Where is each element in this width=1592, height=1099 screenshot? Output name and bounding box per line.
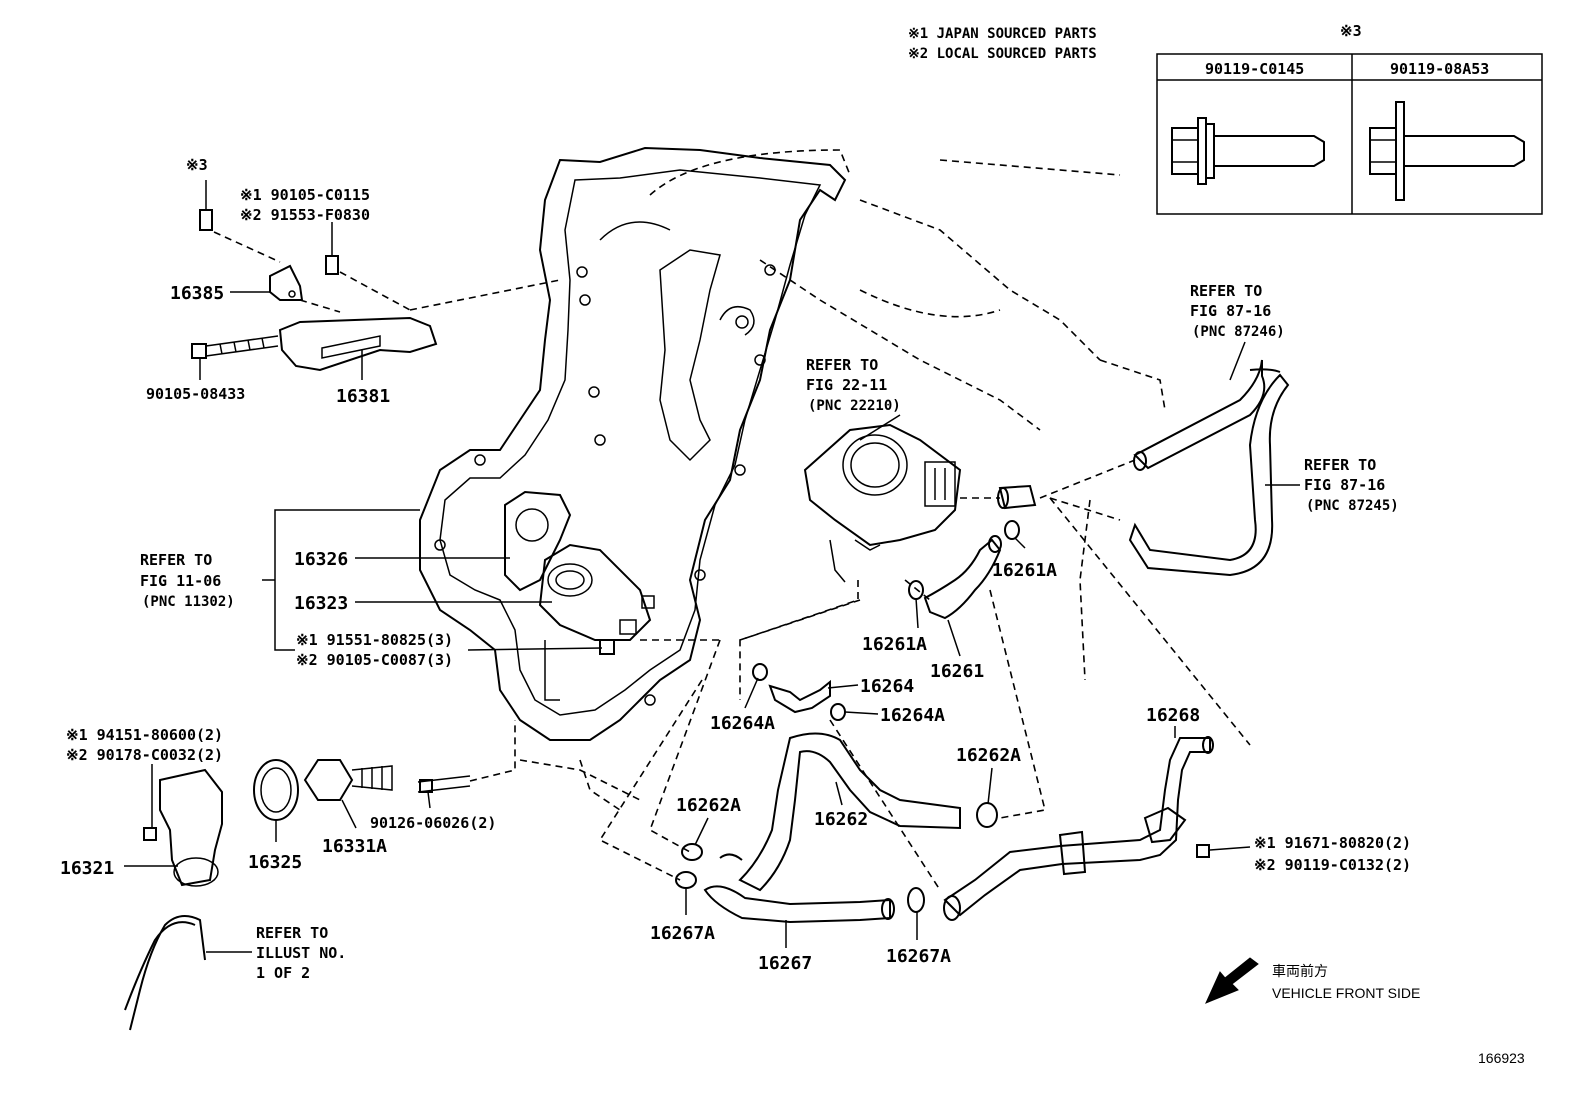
label-refer-fig22-l3: (PNC 22210) <box>808 398 901 414</box>
legend-japan: ※1 JAPAN SOURCED PARTS <box>908 26 1097 42</box>
water-outlet-housing <box>504 490 655 655</box>
label-gasket-japan: ※1 94151-80600(2) <box>66 726 223 744</box>
label-refer-illust-l1: REFER TO <box>256 924 328 942</box>
label-16385: 16385 <box>170 283 224 304</box>
label-16261A-left: 16261A <box>862 634 927 655</box>
label-refer-87246-l2: FIG 87-16 <box>1190 302 1271 320</box>
front-label-en: VEHICLE FRONT SIDE <box>1272 985 1420 1001</box>
plate-16385 <box>269 264 304 301</box>
label-16262A-right: 16262A <box>956 745 1021 766</box>
label-refer-fig11-l2: FIG 11-06 <box>140 572 221 590</box>
label-16267A-right: 16267A <box>886 946 951 967</box>
label-16326: 16326 <box>294 549 348 570</box>
timing-cover-outline <box>419 146 847 741</box>
label-clip-local: ※2 90119-C0132(2) <box>1254 856 1411 874</box>
arrow-down-left-icon <box>1205 957 1259 1004</box>
routing-lines <box>598 459 1251 891</box>
throttle-body <box>803 423 962 583</box>
label-refer-87246-l1: REFER TO <box>1190 282 1262 300</box>
label-16331A: 16331A <box>322 836 387 857</box>
label-nut-local: ※2 90105-C0087(3) <box>296 651 453 669</box>
label-16321: 16321 <box>60 858 114 879</box>
label-16264A-right: 16264A <box>880 705 945 726</box>
vehicle-front-indicator: 車両前方 VEHICLE FRONT SIDE <box>1205 957 1420 1004</box>
bolt-reference-table <box>1156 53 1543 215</box>
label-16267A-left: 16267A <box>650 923 715 944</box>
label-refer-fig11-l1: REFER TO <box>140 551 212 569</box>
label-16264A-left: 16264A <box>710 713 775 734</box>
label-16268: 16268 <box>1146 705 1200 726</box>
label-refer-fig22-l1: REFER TO <box>806 356 878 374</box>
label-refer-illust-l3: 1 OF 2 <box>256 964 310 982</box>
part-labels: ※3 ※1 90105-C0115 ※2 91553-F0830 16385 9… <box>60 156 1411 982</box>
label-16323: 16323 <box>294 593 348 614</box>
bracket-assembly <box>191 180 561 372</box>
bracket-16381 <box>278 316 438 372</box>
label-16262: 16262 <box>814 809 868 830</box>
label-bolt-local: ※2 91553-F0830 <box>240 206 370 224</box>
label-90126: 90126-06026(2) <box>370 814 496 832</box>
legend-local: ※2 LOCAL SOURCED PARTS <box>908 46 1097 62</box>
thermostat-16331A <box>303 759 354 801</box>
table-mark: ※3 <box>1340 22 1362 40</box>
table-col2-partno: 90119-08A53 <box>1390 60 1489 78</box>
bolt-table-labels: ※3 90119-C0145 90119-08A53 <box>1205 22 1489 78</box>
leader-lines <box>124 291 1300 953</box>
label-gasket-local: ※2 90178-C0032(2) <box>66 746 223 764</box>
label-mark3-top: ※3 <box>186 156 208 174</box>
label-16264: 16264 <box>860 676 914 697</box>
label-refer-87245-l2: FIG 87-16 <box>1304 476 1385 494</box>
bolt-90119-C0145-drawing <box>1171 117 1325 185</box>
label-16325: 16325 <box>248 852 302 873</box>
legend: ※1 JAPAN SOURCED PARTS ※2 LOCAL SOURCED … <box>908 26 1097 62</box>
label-refer-87245-l1: REFER TO <box>1304 456 1376 474</box>
label-clip-japan: ※1 91671-80820(2) <box>1254 834 1411 852</box>
engine-block-phantom <box>519 149 1166 811</box>
bolt-90119-08A53-drawing <box>1369 101 1525 201</box>
label-refer-87245-l3: (PNC 87245) <box>1306 498 1399 514</box>
label-refer-fig22-l2: FIG 22-11 <box>806 376 887 394</box>
label-90105-08433: 90105-08433 <box>146 385 245 403</box>
label-16381: 16381 <box>336 386 390 407</box>
label-16261: 16261 <box>930 661 984 682</box>
table-col1-partno: 90119-C0145 <box>1205 60 1304 78</box>
label-bolt-japan: ※1 90105-C0115 <box>240 186 370 204</box>
hose-clamps <box>675 520 1210 921</box>
label-16262A-left: 16262A <box>676 795 741 816</box>
figure-number: 166923 <box>1478 1050 1525 1066</box>
thermostat-parts <box>124 720 516 1031</box>
label-refer-fig11-l3: (PNC 11302) <box>142 594 235 610</box>
label-16267: 16267 <box>758 953 812 974</box>
label-16261A-right: 16261A <box>992 560 1057 581</box>
water-inlet-16321 <box>159 768 223 887</box>
front-label-jp: 車両前方 <box>1272 963 1328 979</box>
label-refer-illust-l2: ILLUST NO. <box>256 944 346 962</box>
label-refer-87246-l3: (PNC 87246) <box>1192 324 1285 340</box>
label-nut-japan: ※1 91551-80825(3) <box>296 631 453 649</box>
heater-hoses <box>703 359 1290 924</box>
